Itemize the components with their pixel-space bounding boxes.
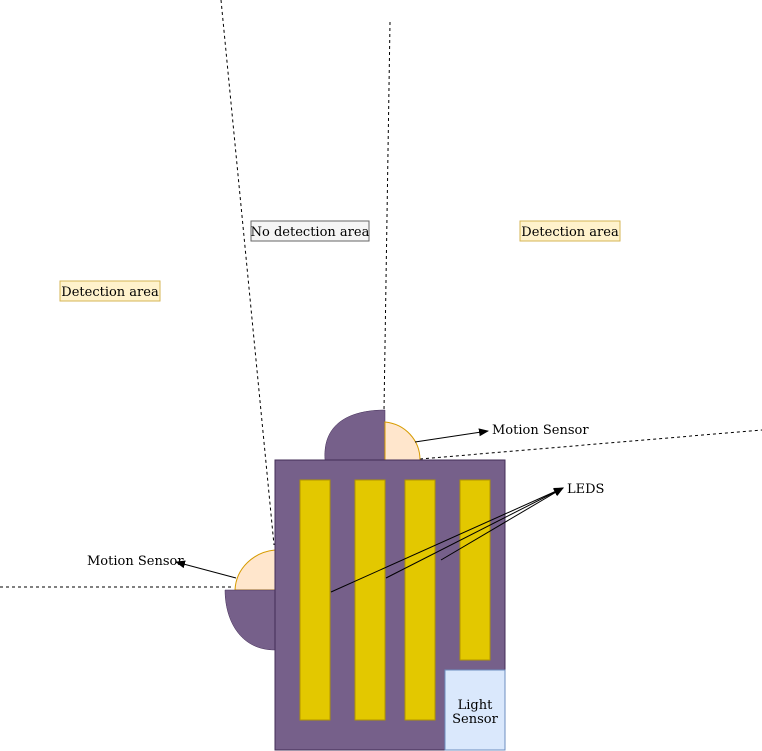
arrow-top-motion-sensor [414,428,489,443]
led-strip-2 [354,479,386,721]
detection-box-left [59,280,161,302]
boundary-line-right-horizontal [419,429,762,460]
led-strip-4 [459,479,491,661]
led-strip-1 [299,479,331,721]
arrow-leds-3 [440,487,564,561]
boundary-line-left-vertical [220,0,275,546]
light-sensor-box [444,669,506,751]
top-sensor-housing [324,409,386,461]
arrow-leds-2 [385,487,564,579]
motion-sensor-label-right: Motion Sensor [492,423,589,438]
arrow-leds-1 [330,487,564,593]
detection-label-left: Detection area [61,285,159,300]
left-sensor-lens [234,549,276,591]
led-strip-3 [404,479,436,721]
motion-sensor-label-left: Motion Sensor [87,554,184,569]
no-detection-box [250,220,370,242]
detection-label-right: Detection area [521,225,619,240]
light-sensor-label-line2: Sensor [452,712,498,727]
top-sensor-lens [384,421,421,461]
no-detection-label: No detection area [251,225,370,240]
left-sensor-housing [224,589,276,651]
light-sensor-label-line1: Light [458,698,493,713]
arrow-left-motion-sensor [175,560,237,579]
leds-label: LEDS [567,482,604,497]
boundary-line-right-vertical [383,21,391,411]
detection-box-right [519,220,621,242]
